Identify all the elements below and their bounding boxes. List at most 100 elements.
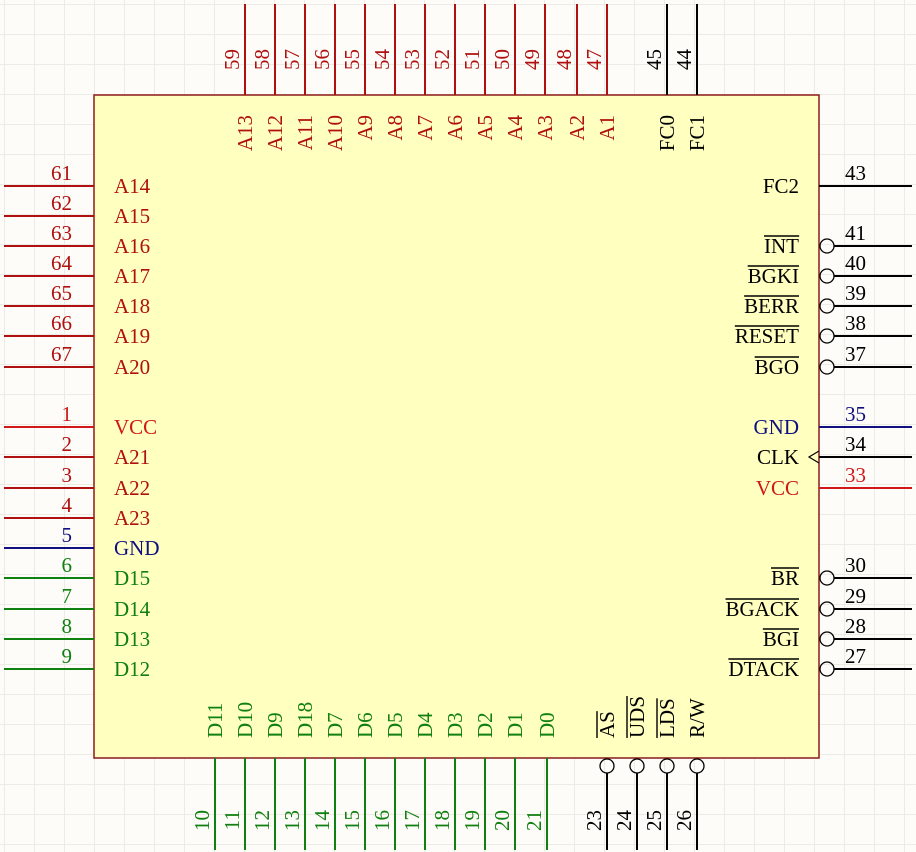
pin-name: BR <box>771 566 799 590</box>
pin-name: D14 <box>114 597 151 621</box>
pin-name: A5 <box>473 115 497 141</box>
pin-name: VCC <box>114 415 157 439</box>
inversion-bubble <box>819 238 835 254</box>
inversion-bubble <box>689 758 705 774</box>
pin-name: A2 <box>565 115 589 141</box>
pin-number: 1 <box>62 402 73 426</box>
pin-name: D9 <box>263 712 287 738</box>
pin-name: A9 <box>353 115 377 141</box>
pin-name: D5 <box>383 712 407 738</box>
pin-name: A7 <box>413 115 437 141</box>
pin-number: 26 <box>672 810 696 831</box>
pin-name: A23 <box>114 506 150 530</box>
pin-name: A22 <box>114 476 150 500</box>
pin-name: D13 <box>114 627 150 651</box>
pin-number: 13 <box>280 810 304 831</box>
pin-name: BGO <box>755 355 799 379</box>
pin-name: A15 <box>114 204 150 228</box>
pin-number: 37 <box>845 342 866 366</box>
pin-number: 2 <box>62 432 73 456</box>
pin-number: 51 <box>460 49 484 70</box>
inversion-bubble <box>819 298 835 314</box>
pin-number: 24 <box>612 810 636 832</box>
pin-number: 55 <box>340 49 364 70</box>
pin-number: 39 <box>845 281 866 305</box>
pin-number: 7 <box>62 584 73 608</box>
inversion-bubble <box>819 328 835 344</box>
pin-name: A16 <box>114 234 150 258</box>
pin-number: 44 <box>672 49 696 71</box>
pin-name: A14 <box>114 174 151 198</box>
pin-number: 5 <box>62 523 73 547</box>
pin-number: 29 <box>845 584 866 608</box>
pin-number: 41 <box>845 221 866 245</box>
pin-number: 56 <box>310 49 334 70</box>
pin-number: 63 <box>51 221 72 245</box>
inversion-bubble <box>819 268 835 284</box>
pin-name: A19 <box>114 324 150 348</box>
pin-name: A21 <box>114 445 150 469</box>
pin-number: 67 <box>51 342 72 366</box>
pin-number: 17 <box>400 810 424 831</box>
pin-name: D1 <box>503 712 527 738</box>
pin-name: A18 <box>114 294 150 318</box>
pin-name: D0 <box>535 712 559 738</box>
pin-name: D18 <box>293 702 317 738</box>
clock-marker <box>807 450 820 464</box>
pin-name: R/W <box>685 698 709 738</box>
pin-number: 18 <box>430 810 454 831</box>
pin-name: DTACK <box>728 657 799 681</box>
inversion-bubble <box>819 631 835 647</box>
pin-number: 8 <box>62 614 73 638</box>
pins-layer: 61A1462A1563A1664A1765A1866A1967A201VCC2… <box>4 4 912 850</box>
pin-name: A3 <box>533 115 557 141</box>
pin-number: 49 <box>520 49 544 70</box>
pin-number: 52 <box>430 49 454 70</box>
pin-number: 19 <box>460 810 484 831</box>
pin-name: A11 <box>293 115 317 150</box>
inversion-bubble <box>819 601 835 617</box>
pin-number: 48 <box>552 49 576 70</box>
pin-name: A20 <box>114 355 150 379</box>
pin-name: CLK <box>757 445 799 469</box>
pin-number: 21 <box>522 810 546 831</box>
pin-number: 15 <box>340 810 364 831</box>
pin-number: 43 <box>845 161 866 185</box>
pin-name: FC2 <box>763 174 799 198</box>
pin-name: BERR <box>744 294 799 318</box>
pin-name: BGI <box>763 627 799 651</box>
pin-name: A17 <box>114 264 150 288</box>
pin-name: BGACK <box>725 597 799 621</box>
pin-number: 65 <box>51 281 72 305</box>
pin-number: 3 <box>62 463 73 487</box>
pin-name: A4 <box>503 115 527 141</box>
pin-number: 57 <box>280 49 304 70</box>
pin-number: 40 <box>845 251 866 275</box>
pin-number: 10 <box>190 810 214 831</box>
pin-name: D3 <box>443 712 467 738</box>
inversion-bubble <box>819 359 835 375</box>
pin-number: 58 <box>250 49 274 70</box>
pin-number: 25 <box>642 810 666 831</box>
pin-number: 20 <box>490 810 514 831</box>
pin-number: 59 <box>220 49 244 70</box>
pin-number: 30 <box>845 553 866 577</box>
pin-name: UDS <box>625 696 649 738</box>
pin-name: FC1 <box>685 115 709 151</box>
pin-name: VCC <box>756 476 799 500</box>
pin-number: 61 <box>51 161 72 185</box>
pin-name: D7 <box>323 712 347 738</box>
pin-name: LDS <box>655 698 679 738</box>
pin-name: A8 <box>383 115 407 141</box>
inversion-bubble <box>629 758 645 774</box>
pin-number: 33 <box>845 463 866 487</box>
pin-name: RESET <box>735 324 799 348</box>
pin-number: 62 <box>51 191 72 215</box>
pin-name: D10 <box>233 702 257 738</box>
pin-number: 4 <box>62 493 73 517</box>
pin-number: 54 <box>370 49 394 71</box>
pin-name: A6 <box>443 115 467 141</box>
pin-number: 12 <box>250 810 274 831</box>
pin-name: A1 <box>595 115 619 141</box>
